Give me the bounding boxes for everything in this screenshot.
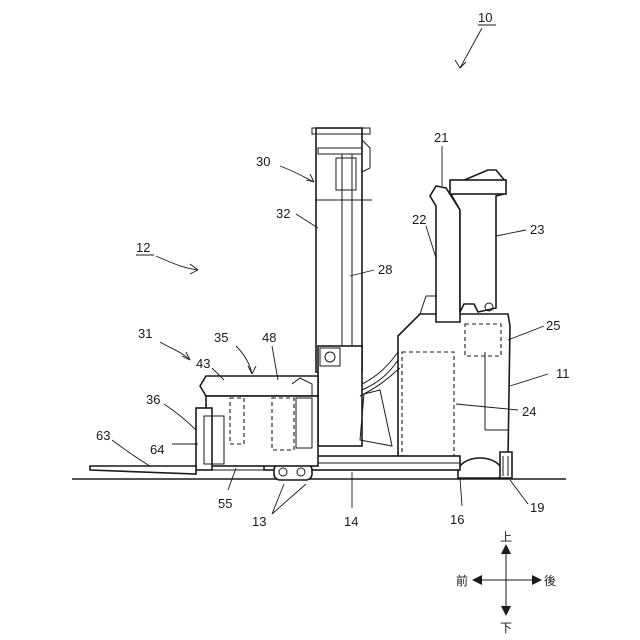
label-10: 10 [478, 10, 492, 25]
overhead-guard [450, 180, 506, 194]
cab-step [420, 296, 426, 314]
leader-23 [496, 230, 526, 236]
label-28: 28 [378, 262, 392, 277]
direction-compass: 上 下 前 後 [456, 530, 556, 635]
leader-10 [460, 28, 482, 68]
carriage-body [206, 396, 318, 466]
leader-36 [164, 404, 196, 430]
leader-22 [426, 226, 436, 258]
arrow-right-icon [532, 575, 542, 585]
caster-wheel [500, 452, 512, 478]
arrow-up-icon [501, 544, 511, 554]
label-64: 64 [150, 442, 164, 457]
leader-13 [272, 484, 306, 514]
leader-16 [460, 478, 462, 506]
leader-19 [510, 480, 528, 504]
label-55: 55 [218, 496, 232, 511]
label-12: 12 [136, 240, 150, 255]
label-36: 36 [146, 392, 160, 407]
label-32: 32 [276, 206, 290, 221]
leader-30 [280, 166, 314, 182]
label-43: 43 [196, 356, 210, 371]
carriage-top-43 [200, 376, 318, 396]
direction-down-label: 下 [500, 621, 512, 635]
leader-11 [510, 374, 548, 386]
label-14: 14 [344, 514, 358, 529]
label-21: 21 [434, 130, 448, 145]
label-31: 31 [138, 326, 152, 341]
label-48: 48 [262, 330, 276, 345]
label-19: 19 [530, 500, 544, 515]
direction-rear-label: 後 [544, 574, 556, 588]
arrow-left-icon [472, 575, 482, 585]
label-16: 16 [450, 512, 464, 527]
mast-support [360, 390, 392, 446]
label-22: 22 [412, 212, 426, 227]
label-35: 35 [214, 330, 228, 345]
leader-32 [296, 214, 318, 228]
label-63: 63 [96, 428, 110, 443]
label-24: 24 [522, 404, 536, 419]
leader-63 [112, 440, 150, 466]
label-13: 13 [252, 514, 266, 529]
mast-sheave [362, 140, 370, 172]
label-30: 30 [256, 154, 270, 169]
fork-tine-63 [90, 466, 196, 474]
arrow-down-icon [501, 606, 511, 616]
direction-up-label: 上 [500, 530, 512, 544]
label-25: 25 [546, 318, 560, 333]
label-23: 23 [530, 222, 544, 237]
hose-2 [362, 360, 398, 390]
label-11: 11 [556, 366, 570, 381]
direction-front-label: 前 [456, 573, 468, 588]
leader-25 [508, 326, 544, 340]
leader-48 [272, 346, 278, 380]
outer-mast [316, 128, 362, 372]
leader-12 [156, 256, 198, 270]
